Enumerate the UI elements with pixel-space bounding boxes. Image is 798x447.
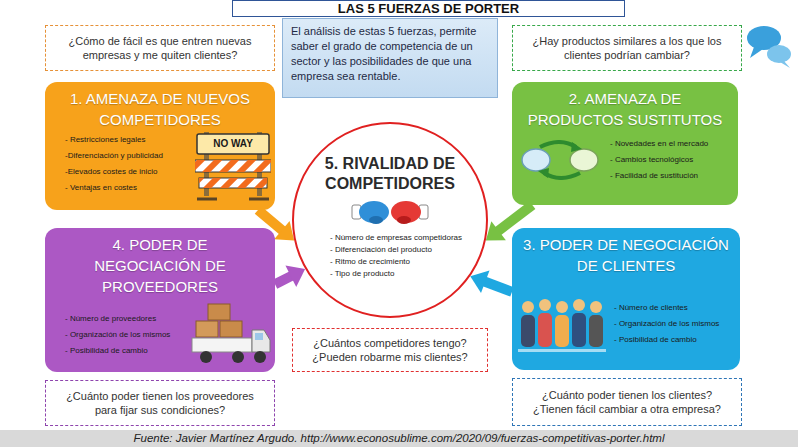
boxing-gloves-part xyxy=(369,216,383,224)
intro-box: El análisis de estas 5 fuerzas, permite … xyxy=(282,18,498,98)
arrow-head xyxy=(470,271,489,293)
bullet-item: - Número de empresas competidoras xyxy=(330,232,486,244)
question-box: ¿Cuántos competidores tengo? ¿Pueden rob… xyxy=(292,328,488,372)
bullet-item: - Organización de los mismos xyxy=(65,327,269,343)
boxing-gloves xyxy=(350,198,430,226)
bullet-item: - Posibilidad de cambio xyxy=(614,332,734,348)
arrow-shaft xyxy=(275,275,294,284)
sign-text: NO WAY xyxy=(197,136,269,152)
boxing-gloves-part xyxy=(391,201,421,223)
truck-illustration-part xyxy=(232,351,244,363)
arrow-head xyxy=(285,265,305,286)
question-box: ¿Hay productos similares a los que los c… xyxy=(512,25,742,71)
bullet-item: -Elevados costes de inicio xyxy=(65,164,269,180)
barrier-illustration-part xyxy=(249,198,269,201)
source-caption: Fuente: Javier Martínez Argudo. http://w… xyxy=(0,430,798,447)
speech-bubble-icon xyxy=(744,22,794,70)
bullet-list: - Novedades en el mercado- Cambios tecno… xyxy=(518,136,732,184)
people-illustration-part xyxy=(590,301,602,313)
people-illustration-part xyxy=(556,301,568,313)
people-illustration-part xyxy=(589,315,603,347)
people-illustration-part xyxy=(555,315,569,347)
bullet-item: - Número de proveedores xyxy=(65,311,269,327)
bullet-item: - Cambios tecnológicos xyxy=(610,152,732,168)
bullet-item: - Organización de los mismos xyxy=(614,316,734,332)
question-box: ¿Cuánto poder tienen los proveedores par… xyxy=(45,380,275,426)
question-text: ¿Cuánto poder tienen los clientes? ¿Tien… xyxy=(521,388,733,416)
barrier-illustration-part xyxy=(199,178,267,188)
people-illustration-part xyxy=(521,315,535,347)
question-box: ¿Cuánto poder tienen los clientes? ¿Tien… xyxy=(512,378,742,426)
barrier-illustration-part xyxy=(197,134,269,154)
bullet-item: - Tipo de producto xyxy=(330,268,486,280)
speech-bubble-icon-part xyxy=(780,61,790,68)
people-illustration-part xyxy=(572,313,586,347)
bullet-item: - Posibilidad de cambio xyxy=(65,343,269,359)
substitution-icon-part xyxy=(522,149,550,171)
barrier-illustration-part xyxy=(199,178,267,188)
rivalry-heading: 5. RIVALIDAD DE COMPETIDORES xyxy=(305,154,475,194)
people-illustration-part xyxy=(539,299,551,311)
truck-illustration-part xyxy=(200,351,212,363)
people-illustration-part xyxy=(518,349,606,352)
truck-illustration-part xyxy=(208,304,230,320)
rivalry-circle: 5. RIVALIDAD DE COMPETIDORES - Número de … xyxy=(292,122,488,318)
boxing-gloves-part xyxy=(359,201,389,223)
force-heading: 2. AMENAZA DE PRODUCTOS SUSTITUTOS xyxy=(523,88,727,130)
bullet-item: - Ritmo de crecimiento xyxy=(330,256,486,268)
question-box: ¿Cómo de fácil es que entren nuevas empr… xyxy=(45,25,275,71)
force-box: 2. AMENAZA DE PRODUCTOS SUSTITUTOS - Nove… xyxy=(512,82,738,205)
speech-bubble-icon-part xyxy=(750,47,763,58)
truck-illustration-part xyxy=(255,333,263,340)
force-arrow xyxy=(275,265,305,286)
bullet-list: - Número de proveedores- Organización de… xyxy=(51,311,269,359)
substitution-icon-part xyxy=(571,142,582,152)
bullet-item: - Ventajas en costes xyxy=(65,180,269,196)
people-illustration-part xyxy=(573,299,585,311)
truck-illustration-part xyxy=(192,338,252,352)
truck-illustration xyxy=(190,302,272,368)
substitution-icon xyxy=(520,140,600,180)
bullet-item: - Novedades en el mercado xyxy=(610,136,732,152)
truck-illustration-part xyxy=(220,321,242,337)
intro-text: El análisis de estas 5 fuerzas, permite … xyxy=(291,24,489,84)
force-arrow xyxy=(470,271,512,293)
force-box: 4. PODER DE NEGOCIACIÓN DE PROVEEDORES - … xyxy=(45,228,275,372)
bullet-list: - Número de empresas competidoras- Difer… xyxy=(294,232,486,280)
force-heading: 1. AMENAZA DE NUEVOS COMPETIDORES xyxy=(51,88,269,130)
bullet-list: - Número de clientes- Organización de lo… xyxy=(518,300,734,348)
speech-bubble-icon-part xyxy=(767,45,791,63)
people-illustration-part xyxy=(522,301,534,313)
substitution-icon-part xyxy=(540,142,576,147)
question-text: ¿Cuánto poder tienen los proveedores par… xyxy=(54,389,266,417)
substitution-icon-part xyxy=(544,173,580,178)
question-text: ¿Cuántos competidores tengo? ¿Pueden rob… xyxy=(301,336,479,364)
arrow-head xyxy=(486,221,506,240)
substitution-icon-part xyxy=(570,149,598,171)
barrier-illustration-part xyxy=(195,160,271,172)
force-heading: 3. PODER DE NEGOCIACIÓN DE CLIENTES xyxy=(518,234,734,276)
bullet-item: -Diferenciación y publicidad xyxy=(65,148,269,164)
people-illustration xyxy=(518,294,606,356)
bullet-item: - Facilidad de sustitución xyxy=(610,168,732,184)
question-text: ¿Hay productos similares a los que los c… xyxy=(521,34,733,62)
bullet-item: - Diferenciación del producto xyxy=(330,244,486,256)
truck-illustration-part xyxy=(254,351,266,363)
barrier-illustration-part xyxy=(195,160,271,172)
question-text: ¿Cómo de fácil es que entren nuevas empr… xyxy=(54,34,266,62)
truck-illustration-part xyxy=(196,321,218,337)
force-box: 3. PODER DE NEGOCIACIÓN DE CLIENTES - Núm… xyxy=(512,228,740,370)
barrier-illustration-part xyxy=(197,198,217,201)
boxing-gloves-part xyxy=(397,216,411,224)
title-bar: LAS 5 FUERZAS DE PORTER xyxy=(232,0,625,17)
force-heading: 4. PODER DE NEGOCIACIÓN DE PROVEEDORES xyxy=(75,234,245,297)
people-illustration-part xyxy=(538,313,552,347)
arrow-shaft xyxy=(482,281,512,292)
substitution-icon-part xyxy=(538,168,549,178)
bullet-item: - Número de clientes xyxy=(614,300,734,316)
truck-illustration-part xyxy=(252,330,270,352)
